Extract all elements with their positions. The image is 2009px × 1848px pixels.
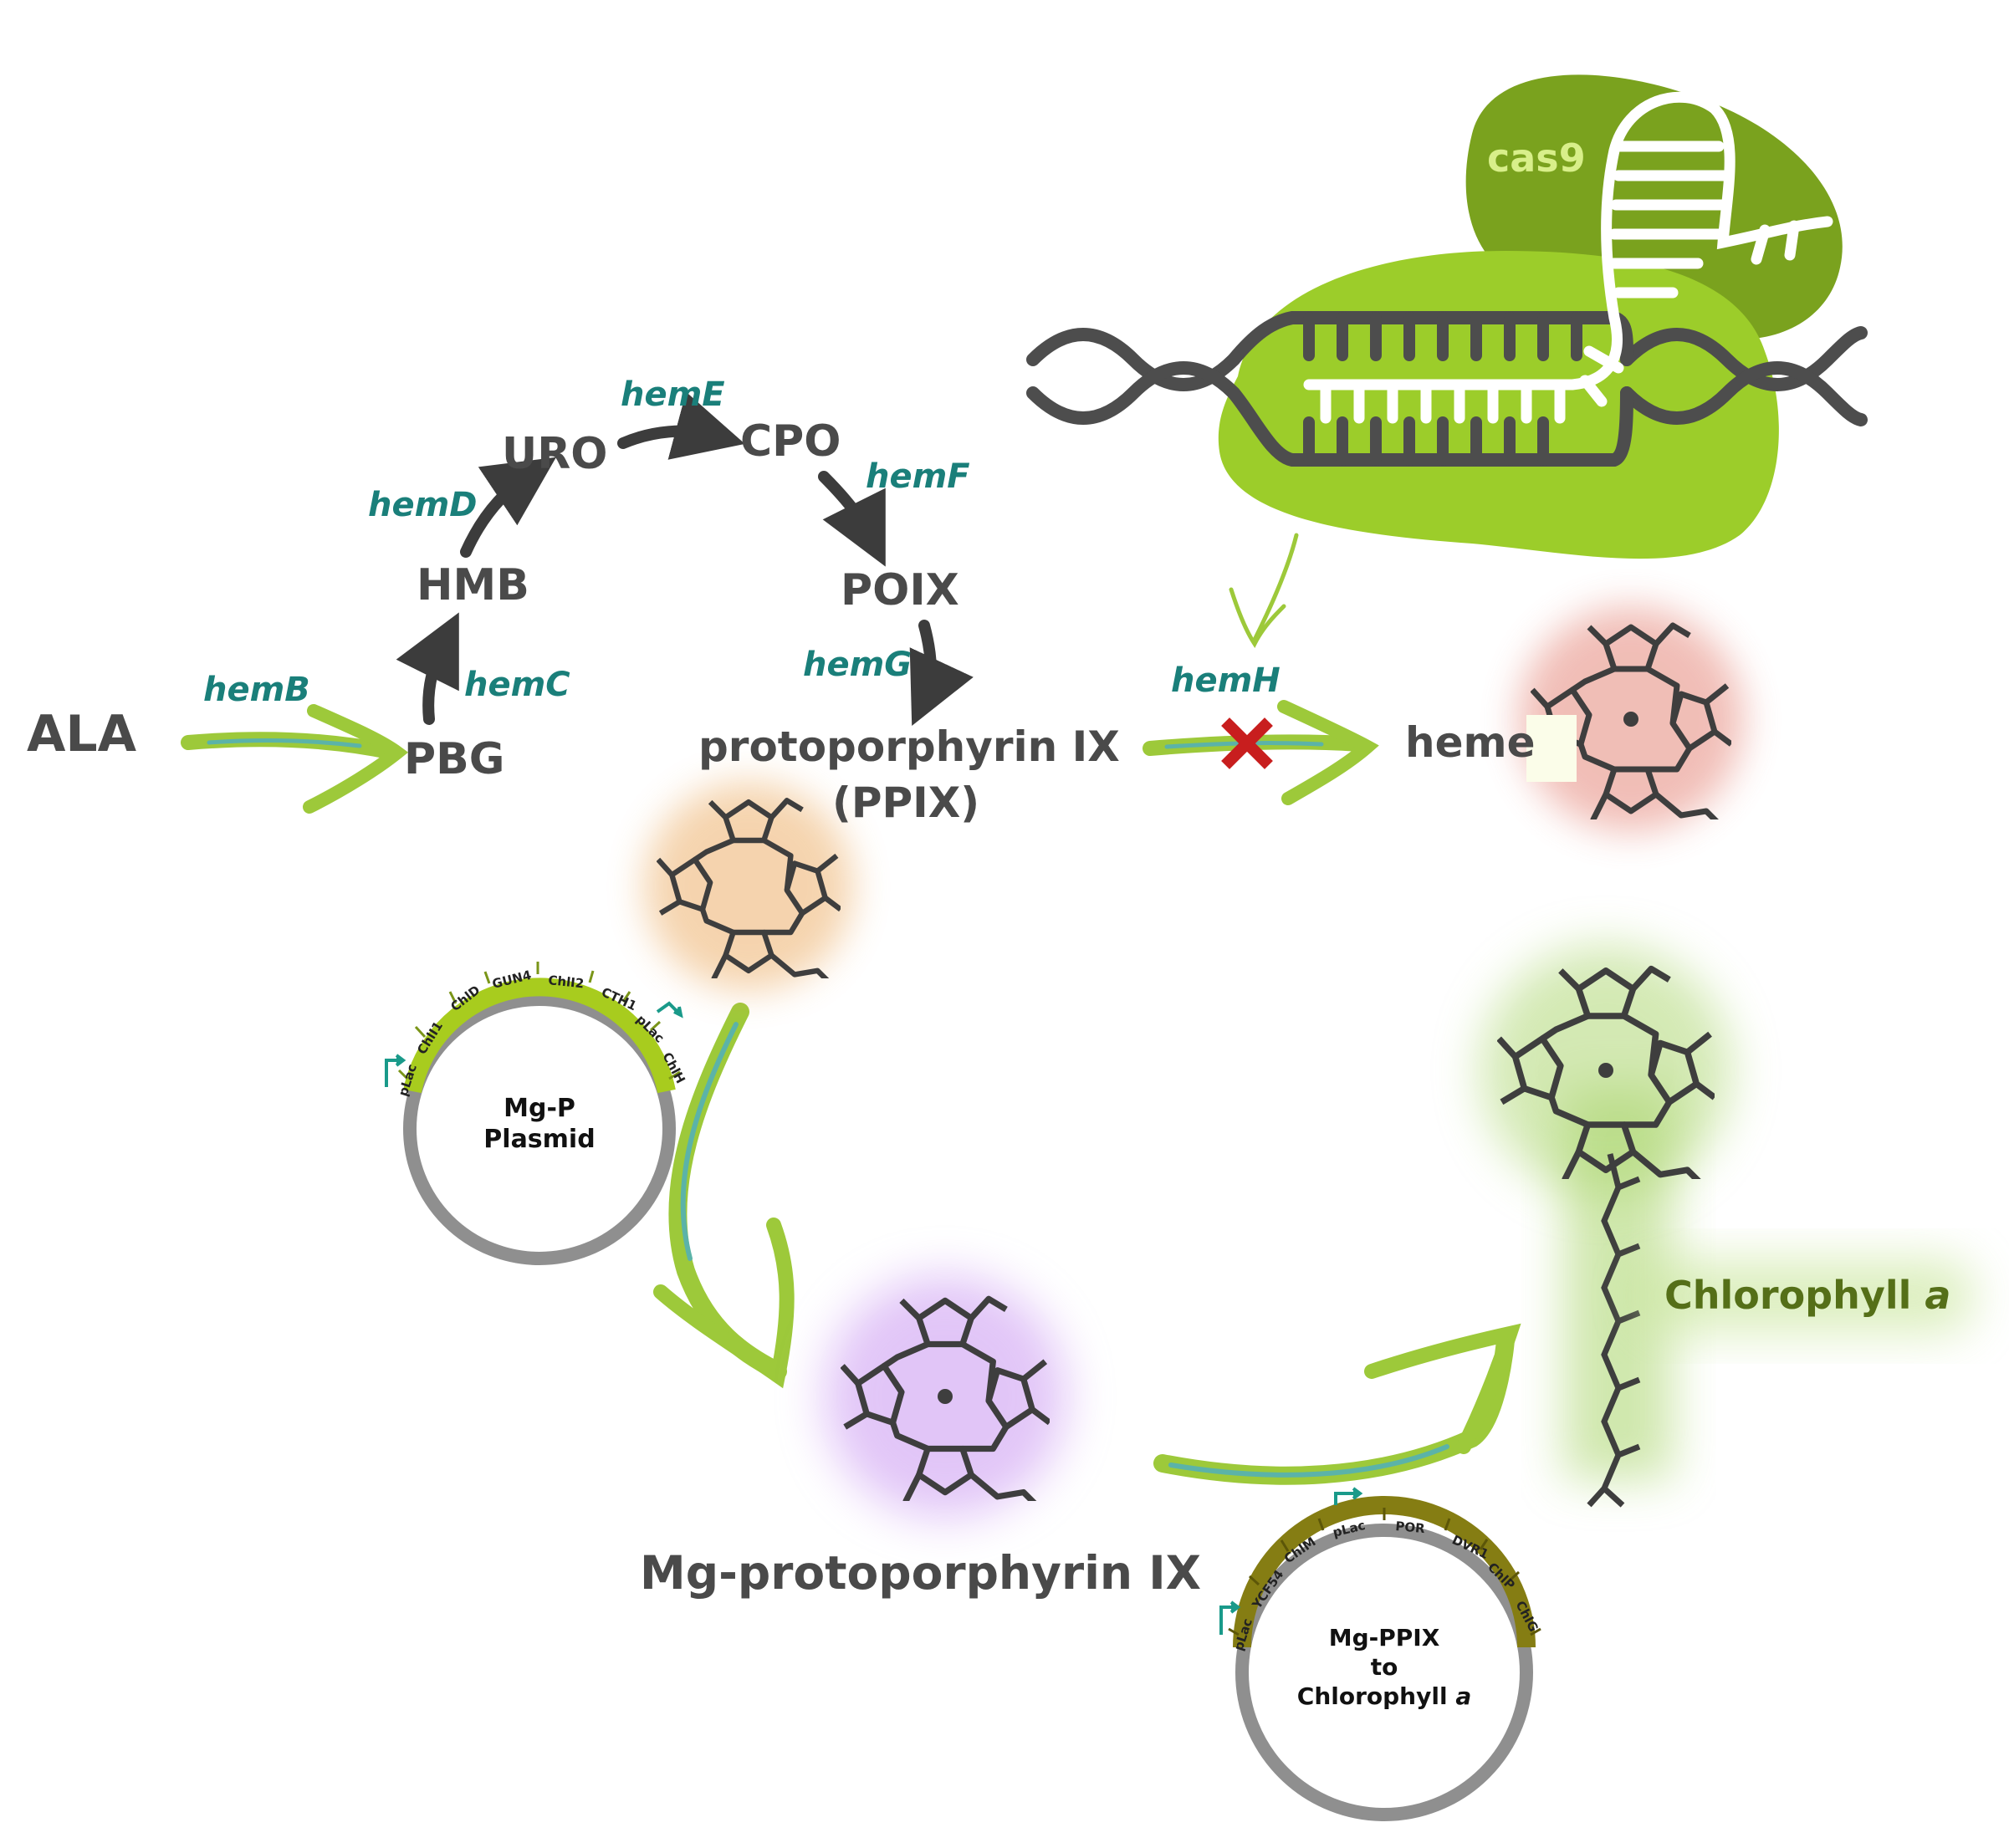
- label-ppix-1: protoporphyrin IX: [698, 722, 1120, 771]
- plasmid2-seg-4: POR: [1395, 1519, 1426, 1536]
- plasmid1-seg-4: ChlI2: [548, 972, 585, 991]
- arrow-cas9-hemh: [1229, 533, 1299, 648]
- arrow-pbg-hmb: [396, 612, 459, 725]
- cas9-complex: cas9: [1026, 74, 1868, 559]
- label-pbg: PBG: [404, 734, 504, 784]
- plasmid2-title-3: Chlorophyll a: [1297, 1682, 1471, 1710]
- label-cpo: CPO: [740, 416, 841, 467]
- label-heme: heme: [1405, 718, 1536, 767]
- pathway-labels: ALA PBG HMB URO CPO POIX protoporphyrin …: [27, 416, 1950, 1600]
- promoter-arrow-icon-2: [1219, 1487, 1363, 1635]
- enzyme-hemh: hemH: [1171, 661, 1281, 700]
- heme-label-highlight: [1526, 715, 1577, 782]
- dna-helix: [1026, 311, 1868, 467]
- dna-rungs: [1303, 312, 1582, 466]
- promoter-arrow-icon: [385, 1001, 683, 1087]
- chlorophyll-molecule: [1480, 945, 1731, 1508]
- plasmid1-title-1: Mg-P: [504, 1094, 575, 1123]
- cycle-arrows: [396, 391, 974, 727]
- arrow-ppix-mgppix: [653, 1003, 795, 1389]
- enzyme-hemg: hemG: [803, 646, 912, 684]
- enzyme-hemf: hemF: [866, 457, 970, 496]
- arrow-hmb-uro: [460, 457, 556, 558]
- arrow-mgppix-chl: [1153, 1323, 1521, 1485]
- guide-rna: [1303, 91, 1833, 424]
- arrow-ala-pbg: [181, 704, 409, 814]
- plasmid-mg-p: pLac ChlI1 ChlD GUN4 ChlI2 CTH1 pLac Chl…: [385, 962, 688, 1265]
- blocked-x-icon: [1221, 717, 1273, 769]
- label-ala: ALA: [27, 705, 137, 763]
- phytol-tail: [1587, 1153, 1641, 1508]
- plasmid1-ticks: [397, 962, 681, 1080]
- plasmid2-title-1: Mg-PPIX: [1329, 1624, 1440, 1651]
- label-hmb: HMB: [417, 560, 529, 610]
- enzyme-heme: hemE: [621, 375, 725, 414]
- plasmid2-ticks: [1228, 1508, 1541, 1636]
- enzyme-hemb: hemB: [203, 671, 310, 709]
- chlorophyll-label-glow: [1639, 1258, 1974, 1334]
- enzyme-hemc: hemC: [464, 666, 570, 704]
- label-ppix-2: (PPIX): [832, 779, 979, 827]
- arrow-cpo-poix: [818, 471, 886, 567]
- plasmid2-title-2: to: [1371, 1653, 1398, 1681]
- mg-ppix-molecule: [824, 1275, 1066, 1518]
- enzyme-hemd: hemD: [368, 486, 478, 524]
- label-chlorophyll-a: Chlorophyll a: [1664, 1273, 1950, 1318]
- plasmid-mg-ppix-to-chl: pLac YCF54 ChlM pLac POR DVR1 ChlP ChlG …: [1219, 1487, 1541, 1821]
- cas9-light-lobe: [1218, 251, 1779, 559]
- plasmid1-title-2: Plasmid: [483, 1125, 595, 1154]
- green-arrows: [181, 533, 1521, 1485]
- label-mg-ppix: Mg-protoporphyrin IX: [640, 1546, 1201, 1600]
- label-poix: POIX: [841, 565, 959, 615]
- enzyme-labels: hemB hemC hemD hemE hemF hemG hemH: [203, 375, 1281, 709]
- arrow-poix-ppix: [909, 620, 974, 727]
- label-uro: URO: [502, 429, 607, 479]
- ppix-molecule: [644, 782, 853, 991]
- cas9-label: cas9: [1487, 135, 1586, 181]
- arrow-uro-cpo: [617, 391, 745, 460]
